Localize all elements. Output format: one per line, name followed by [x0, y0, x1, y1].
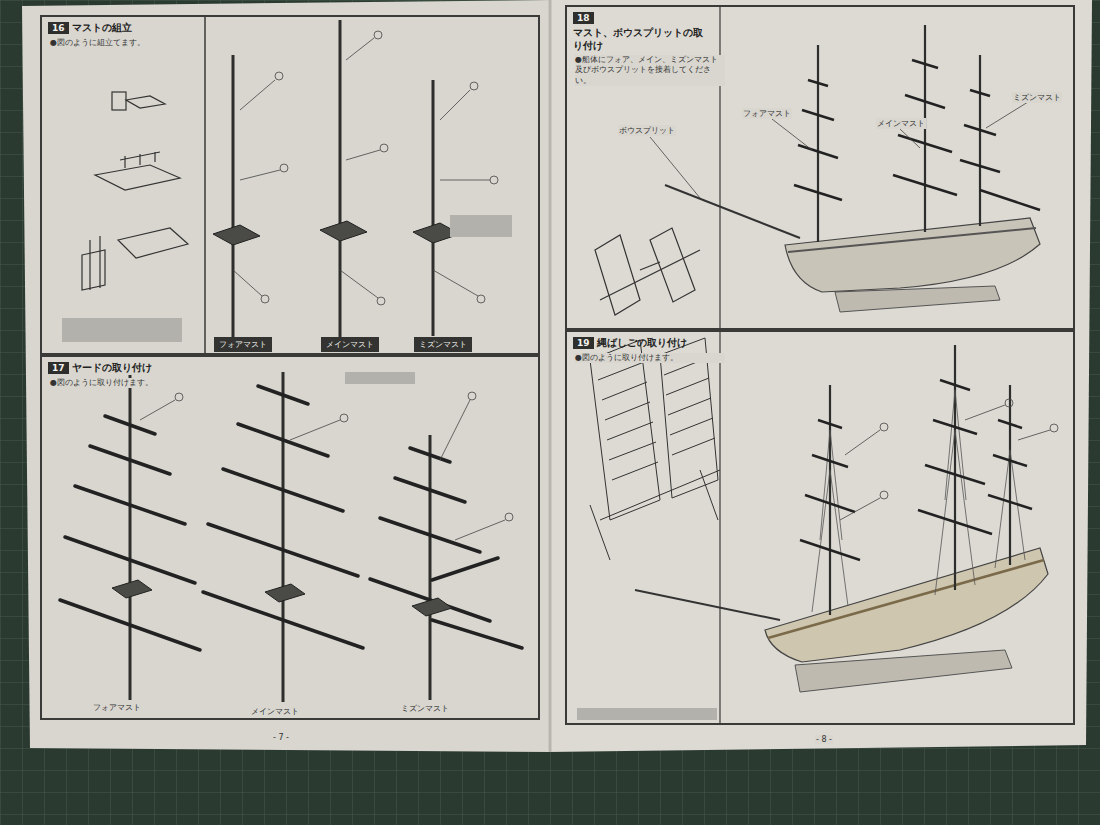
step-panel: 16マストの組立 ●図のように組立てます。フォアマスト メインマスト ミズンマスト: [40, 15, 540, 355]
step-note: ●船体にフォア、メイン、ミズンマスト及びボウスプリットを接着してください。: [575, 55, 725, 86]
step-header: 19縄ばしごの取り付け: [573, 337, 723, 350]
step-number: 16: [48, 22, 69, 34]
part-label: メインマスト: [876, 118, 926, 129]
part-label: フォアマスト: [92, 702, 142, 713]
step-header: 16マストの組立: [48, 22, 198, 35]
part-tag: フォアマスト: [214, 337, 272, 352]
step-number: 17: [48, 362, 69, 374]
part-label: ボウスプリット: [618, 125, 676, 136]
part-label: ミズンマスト: [400, 703, 450, 714]
step-note: ●図のように取り付けます。: [50, 378, 200, 388]
part-name: ミズンマスト: [414, 337, 472, 352]
step-panel: 17ヤードの取り付け ●図のように取り付けます。: [40, 355, 540, 720]
step-title: 縄ばしごの取り付け: [597, 337, 687, 350]
step-panel: 19縄ばしごの取り付け ●図のように取り付けます。: [565, 330, 1075, 725]
step-header: 18 マスト、ボウスプリットの取り付け: [573, 12, 723, 52]
page-number: - 7 -: [272, 733, 290, 742]
step-header: 17ヤードの取り付け: [48, 362, 198, 375]
step-panel: 18 マスト、ボウスプリットの取り付け ●船体にフォア、メイン、ミズンマスト及びボウ…: [565, 5, 1075, 330]
part-label: ミズンマスト: [1012, 92, 1062, 103]
step-number: 18: [573, 12, 594, 24]
step-title: ヤードの取り付け: [72, 362, 152, 375]
step-number: 19: [573, 337, 594, 349]
page-number: - 8 -: [815, 735, 833, 744]
step-title: マスト、ボウスプリットの取り付け: [573, 27, 703, 52]
step-note: ●図のように組立てます。: [50, 38, 200, 48]
part-name: フォアマスト: [214, 337, 272, 352]
part-name: メインマスト: [321, 337, 379, 352]
part-label: フォアマスト: [742, 108, 792, 119]
part-tag: メインマスト: [321, 337, 379, 352]
part-tag: ミズンマスト: [414, 337, 472, 352]
step-title: マストの組立: [72, 22, 132, 35]
step-note: ●図のように取り付けます。: [575, 353, 725, 363]
part-label: メインマスト: [250, 706, 300, 717]
